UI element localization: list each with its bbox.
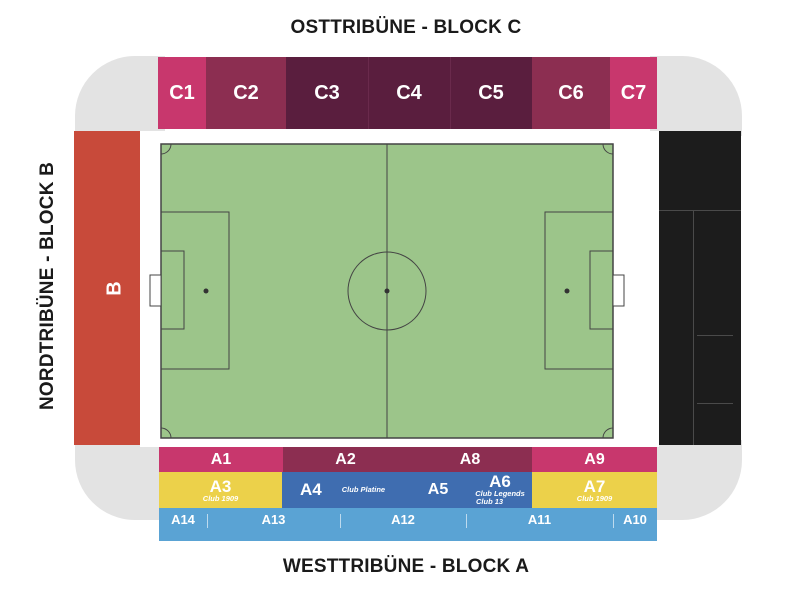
block-c5[interactable]: C5 [450,57,532,129]
corner-top-right [650,56,742,136]
block-a7-label: A7 [583,476,606,496]
block-c4[interactable]: C4 [368,57,450,129]
west-lower-tier [159,508,657,541]
block-a13[interactable]: A13 [261,512,286,527]
west-stand-title: WESTTRIBÜNE - BLOCK A [282,556,530,577]
divider-c4-c5 [450,57,451,129]
divider [466,514,467,528]
block-a3[interactable]: A3 Club 1909 [159,472,282,508]
south-stand [659,131,741,445]
block-a7[interactable]: A7 Club 1909 [532,472,657,508]
block-a6-label: A6 [489,472,511,491]
block-a4-label: A4 [300,480,322,499]
block-a5[interactable]: A5 [408,472,468,508]
north-stand-title: NORDTRIBÜNE - BLOCK B [37,161,58,410]
corner-top-left [75,56,165,136]
corner-bottom-right [650,440,742,520]
block-a9[interactable]: A9 [532,447,657,472]
block-a4-club: Club Platine [341,485,386,494]
block-a3-label: A3 [209,476,232,496]
block-a2[interactable]: A2 [283,447,408,472]
block-a3-club: Club 1909 [202,493,239,503]
block-a11[interactable]: A11 [527,512,552,527]
block-a7-club: Club 1909 [576,493,613,503]
block-b-label: B [103,280,126,296]
divider [340,514,341,528]
corner-bottom-left [75,440,165,520]
block-c7[interactable]: C7 [610,57,657,129]
south-stand-line [697,403,733,404]
divider-c3-c4 [368,57,369,129]
divider [207,514,208,528]
block-a6-club-legends: Club Legends [475,489,525,498]
block-a14[interactable]: A14 [171,512,195,527]
east-stand-title: OSTTRIBÜNE - BLOCK C [290,17,522,38]
football-pitch [140,131,659,447]
block-a6[interactable]: A6 Club Legends Club 13 [468,472,532,508]
block-c2[interactable]: C2 [206,57,286,129]
divider [613,514,614,528]
block-a10[interactable]: A10 [623,512,647,527]
south-stand-line [697,335,733,336]
block-a8[interactable]: A8 [408,447,532,472]
block-c3[interactable]: C3 [286,57,368,129]
south-stand-line [693,210,694,445]
block-a4[interactable]: A4 Club Platine [282,472,408,508]
block-a12[interactable]: A12 [391,512,415,527]
block-a6-club-13: Club 13 [476,497,504,506]
block-c1[interactable]: C1 [158,57,206,129]
block-a1[interactable]: A1 [159,447,283,472]
south-stand-line [659,210,741,211]
block-c6[interactable]: C6 [532,57,610,129]
